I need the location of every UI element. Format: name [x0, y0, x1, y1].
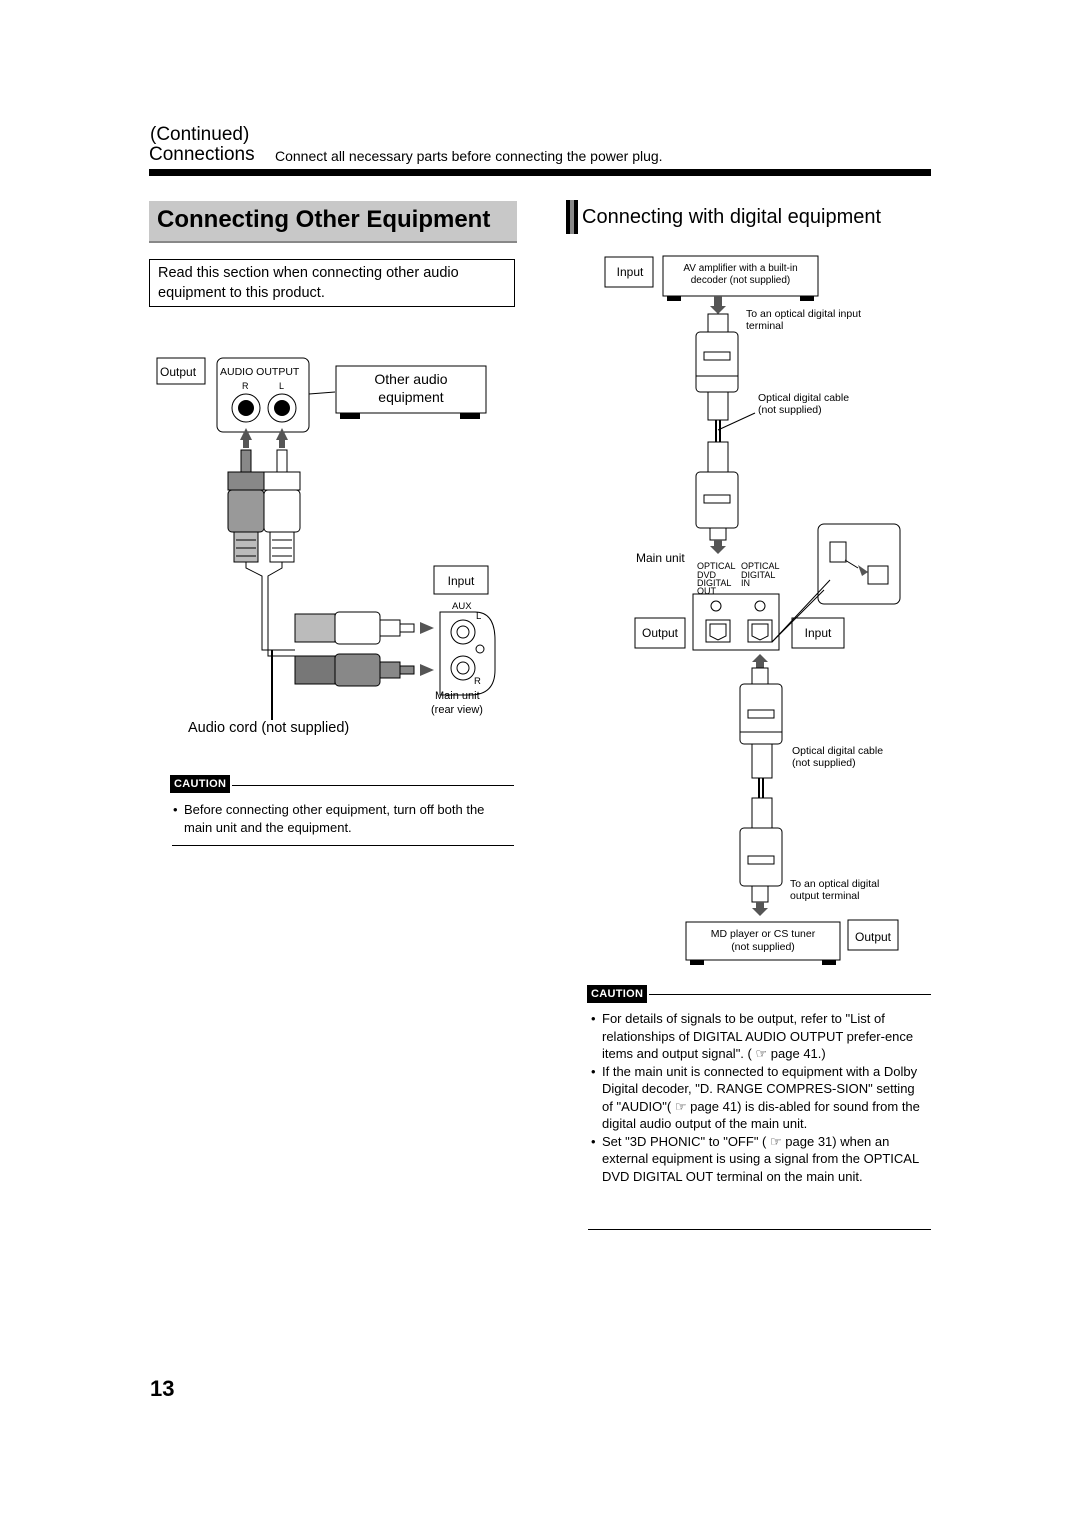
av-amp-line2: decoder (not supplied): [690, 275, 791, 286]
aux-l-label: L: [476, 611, 482, 622]
optical-input-line2: terminal: [746, 320, 784, 332]
optical-input-line1: To an optical digital input: [746, 308, 861, 320]
cable1-line1: Optical digital cable: [758, 392, 850, 404]
digital-connection-diagram: [604, 255, 901, 965]
right-caution-item: For details of signals to be output, ref…: [590, 1010, 920, 1063]
optical-r1: OPTICAL: [741, 561, 780, 571]
left-caution-list: Before connecting other equipment, turn …: [172, 801, 507, 836]
right-caution-item: If the main unit is connected to equipme…: [590, 1063, 920, 1133]
intro-text: Read this section when connecting other …: [158, 265, 459, 301]
caution-badge-right: CAUTION: [587, 985, 648, 1003]
optical-l3: DIGITAL: [697, 578, 732, 588]
audio-output-l: L: [279, 381, 285, 391]
rear-view-label: (rear view): [431, 704, 483, 716]
optical-l1: OPTICAL: [697, 561, 736, 571]
aux-r-label: R: [474, 676, 481, 687]
md-player-line1: MD player or CS tuner: [710, 928, 816, 940]
section-title: Connecting Other Equipment: [157, 206, 491, 233]
audio-output-r: R: [242, 381, 249, 391]
audio-connection-diagram: [156, 357, 496, 720]
intro-box: [149, 259, 515, 307]
output-bottom-label: Output: [854, 930, 892, 944]
optical-output-line2: output terminal: [790, 890, 860, 902]
optical-l4: OUT: [697, 586, 716, 596]
right-caution-list: For details of signals to be output, ref…: [590, 1010, 920, 1185]
cable2-line1: Optical digital cable: [792, 745, 884, 757]
audio-output-label: AUDIO OUTPUT: [220, 366, 300, 378]
page-reference-icon: ☞: [674, 1098, 687, 1114]
page-reference-icon: ☞: [755, 1046, 768, 1061]
equipment-label: equipment: [378, 389, 444, 405]
right-caution-item: Set "3D PHONIC" to "OFF" ( ☞ page 31) wh…: [590, 1133, 920, 1186]
section-title-background: [149, 201, 517, 243]
caution-badge: CAUTION: [170, 775, 231, 793]
cable2-line2: (not supplied): [792, 757, 856, 769]
input-top-label: Input: [616, 265, 644, 279]
other-audio-label: Other audio: [374, 371, 448, 387]
header-rule: [149, 169, 931, 176]
input-mid-label: Input: [804, 626, 832, 640]
optical-l2: DVD: [697, 570, 717, 580]
section-name: Connections: [149, 144, 255, 165]
main-unit-label-right: Main unit: [636, 551, 685, 565]
left-caution-item: Before connecting other equipment, turn …: [172, 801, 507, 836]
continued-label: (Continued): [150, 124, 250, 145]
optical-r3: IN: [741, 578, 750, 588]
aux-label: AUX: [452, 601, 472, 612]
audio-cord-label: Audio cord (not supplied): [188, 720, 350, 736]
section-subtitle: Connect all necessary parts before conne…: [275, 148, 663, 164]
subsection-marker: [566, 200, 578, 234]
optical-r2: DIGITAL: [741, 570, 776, 580]
cable1-line2: (not supplied): [758, 404, 822, 416]
page-number: 13: [150, 1376, 175, 1401]
subsection-title: Connecting with digital equipment: [582, 206, 882, 228]
main-unit-label: Main unit: [435, 690, 480, 702]
output-tag-label: Output: [160, 365, 197, 379]
page-reference-icon: ☞: [770, 1133, 782, 1149]
optical-output-line1: To an optical digital: [790, 878, 880, 890]
av-amp-line1: AV amplifier with a built-in: [683, 263, 798, 274]
md-player-line2: (not supplied): [731, 941, 795, 953]
input-tag-label: Input: [447, 574, 475, 588]
output-mid-label: Output: [641, 626, 679, 640]
